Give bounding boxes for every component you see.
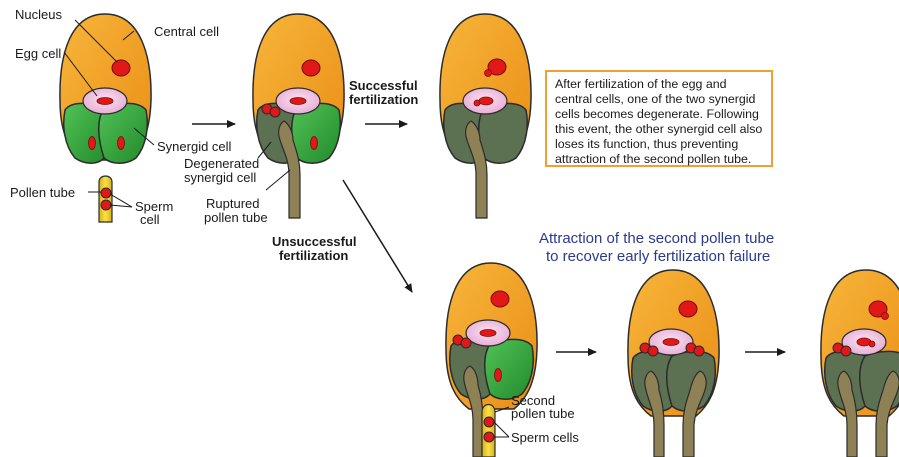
attraction-title-line2: to recover early fertilization failure <box>546 248 770 265</box>
label-sperm-cells: Sperm cells <box>511 430 579 445</box>
label-degenerated: Degenerated <box>184 156 259 171</box>
synergid-nucleus <box>118 137 125 150</box>
egg-nucleus <box>290 98 306 105</box>
synergid-nucleus <box>89 137 96 150</box>
central-cell-nucleus <box>112 60 130 76</box>
sperm-cell <box>484 417 494 427</box>
ovule-second-pollen-tube <box>446 263 537 457</box>
released-sperm-cell <box>694 346 704 356</box>
ovule-successful-fertilization <box>440 14 531 218</box>
central-cell-nucleus <box>679 301 697 317</box>
label-unsuccessful-fertilization: fertilization <box>279 248 348 263</box>
label-ruptured: Ruptured <box>206 196 259 211</box>
label-synergid-cell: Synergid cell <box>157 139 232 154</box>
egg-nucleus <box>663 339 679 346</box>
label-sperm-cell: cell <box>140 212 160 227</box>
label-second-pollen-tube: pollen tube <box>511 406 575 421</box>
second-pollen-tube <box>482 405 495 457</box>
label-egg-cell: Egg cell <box>15 46 61 61</box>
label-nucleus: Nucleus <box>15 7 62 22</box>
sperm-cell <box>101 188 111 198</box>
label-unsuccessful: Unsuccessful <box>272 234 357 249</box>
fused-sperm-nucleus <box>882 313 889 320</box>
label-successful: Successful <box>349 78 418 93</box>
pollen-tube <box>99 176 112 222</box>
sperm-cell <box>101 200 111 210</box>
ovule-second-tube-ruptured <box>628 270 719 457</box>
egg-nucleus <box>97 98 113 105</box>
label-ruptured-pollen-tube: pollen tube <box>204 210 268 225</box>
released-sperm-cell <box>461 338 471 348</box>
ovule-pollen-tube-arrival <box>253 14 344 218</box>
released-sperm-cell <box>270 107 280 117</box>
released-sperm-cell <box>648 346 658 356</box>
egg-nucleus <box>480 330 496 337</box>
sperm-cell <box>484 432 494 442</box>
label-successful-fertilization: fertilization <box>349 92 418 107</box>
fused-sperm-nucleus <box>485 70 492 77</box>
label-central-cell: Central cell <box>154 24 219 39</box>
attraction-title-line1: Attraction of the second pollen tube <box>539 230 774 247</box>
label-degenerated-synergid: synergid cell <box>184 170 256 185</box>
label-pollen-tube: Pollen tube <box>10 185 75 200</box>
central-cell-nucleus <box>491 291 509 307</box>
synergid-nucleus <box>311 137 318 150</box>
central-cell-nucleus <box>302 60 320 76</box>
ovule-rescued-fertilization <box>821 270 899 457</box>
explanation-note: After fertilization of the egg and centr… <box>545 70 773 167</box>
fused-sperm-nucleus <box>474 100 480 106</box>
leader-lines-4 <box>494 407 509 437</box>
released-sperm-cell <box>841 346 851 356</box>
fused-sperm-nucleus <box>869 341 875 347</box>
zygote-nucleus <box>479 97 493 105</box>
synergid-nucleus <box>495 369 502 382</box>
